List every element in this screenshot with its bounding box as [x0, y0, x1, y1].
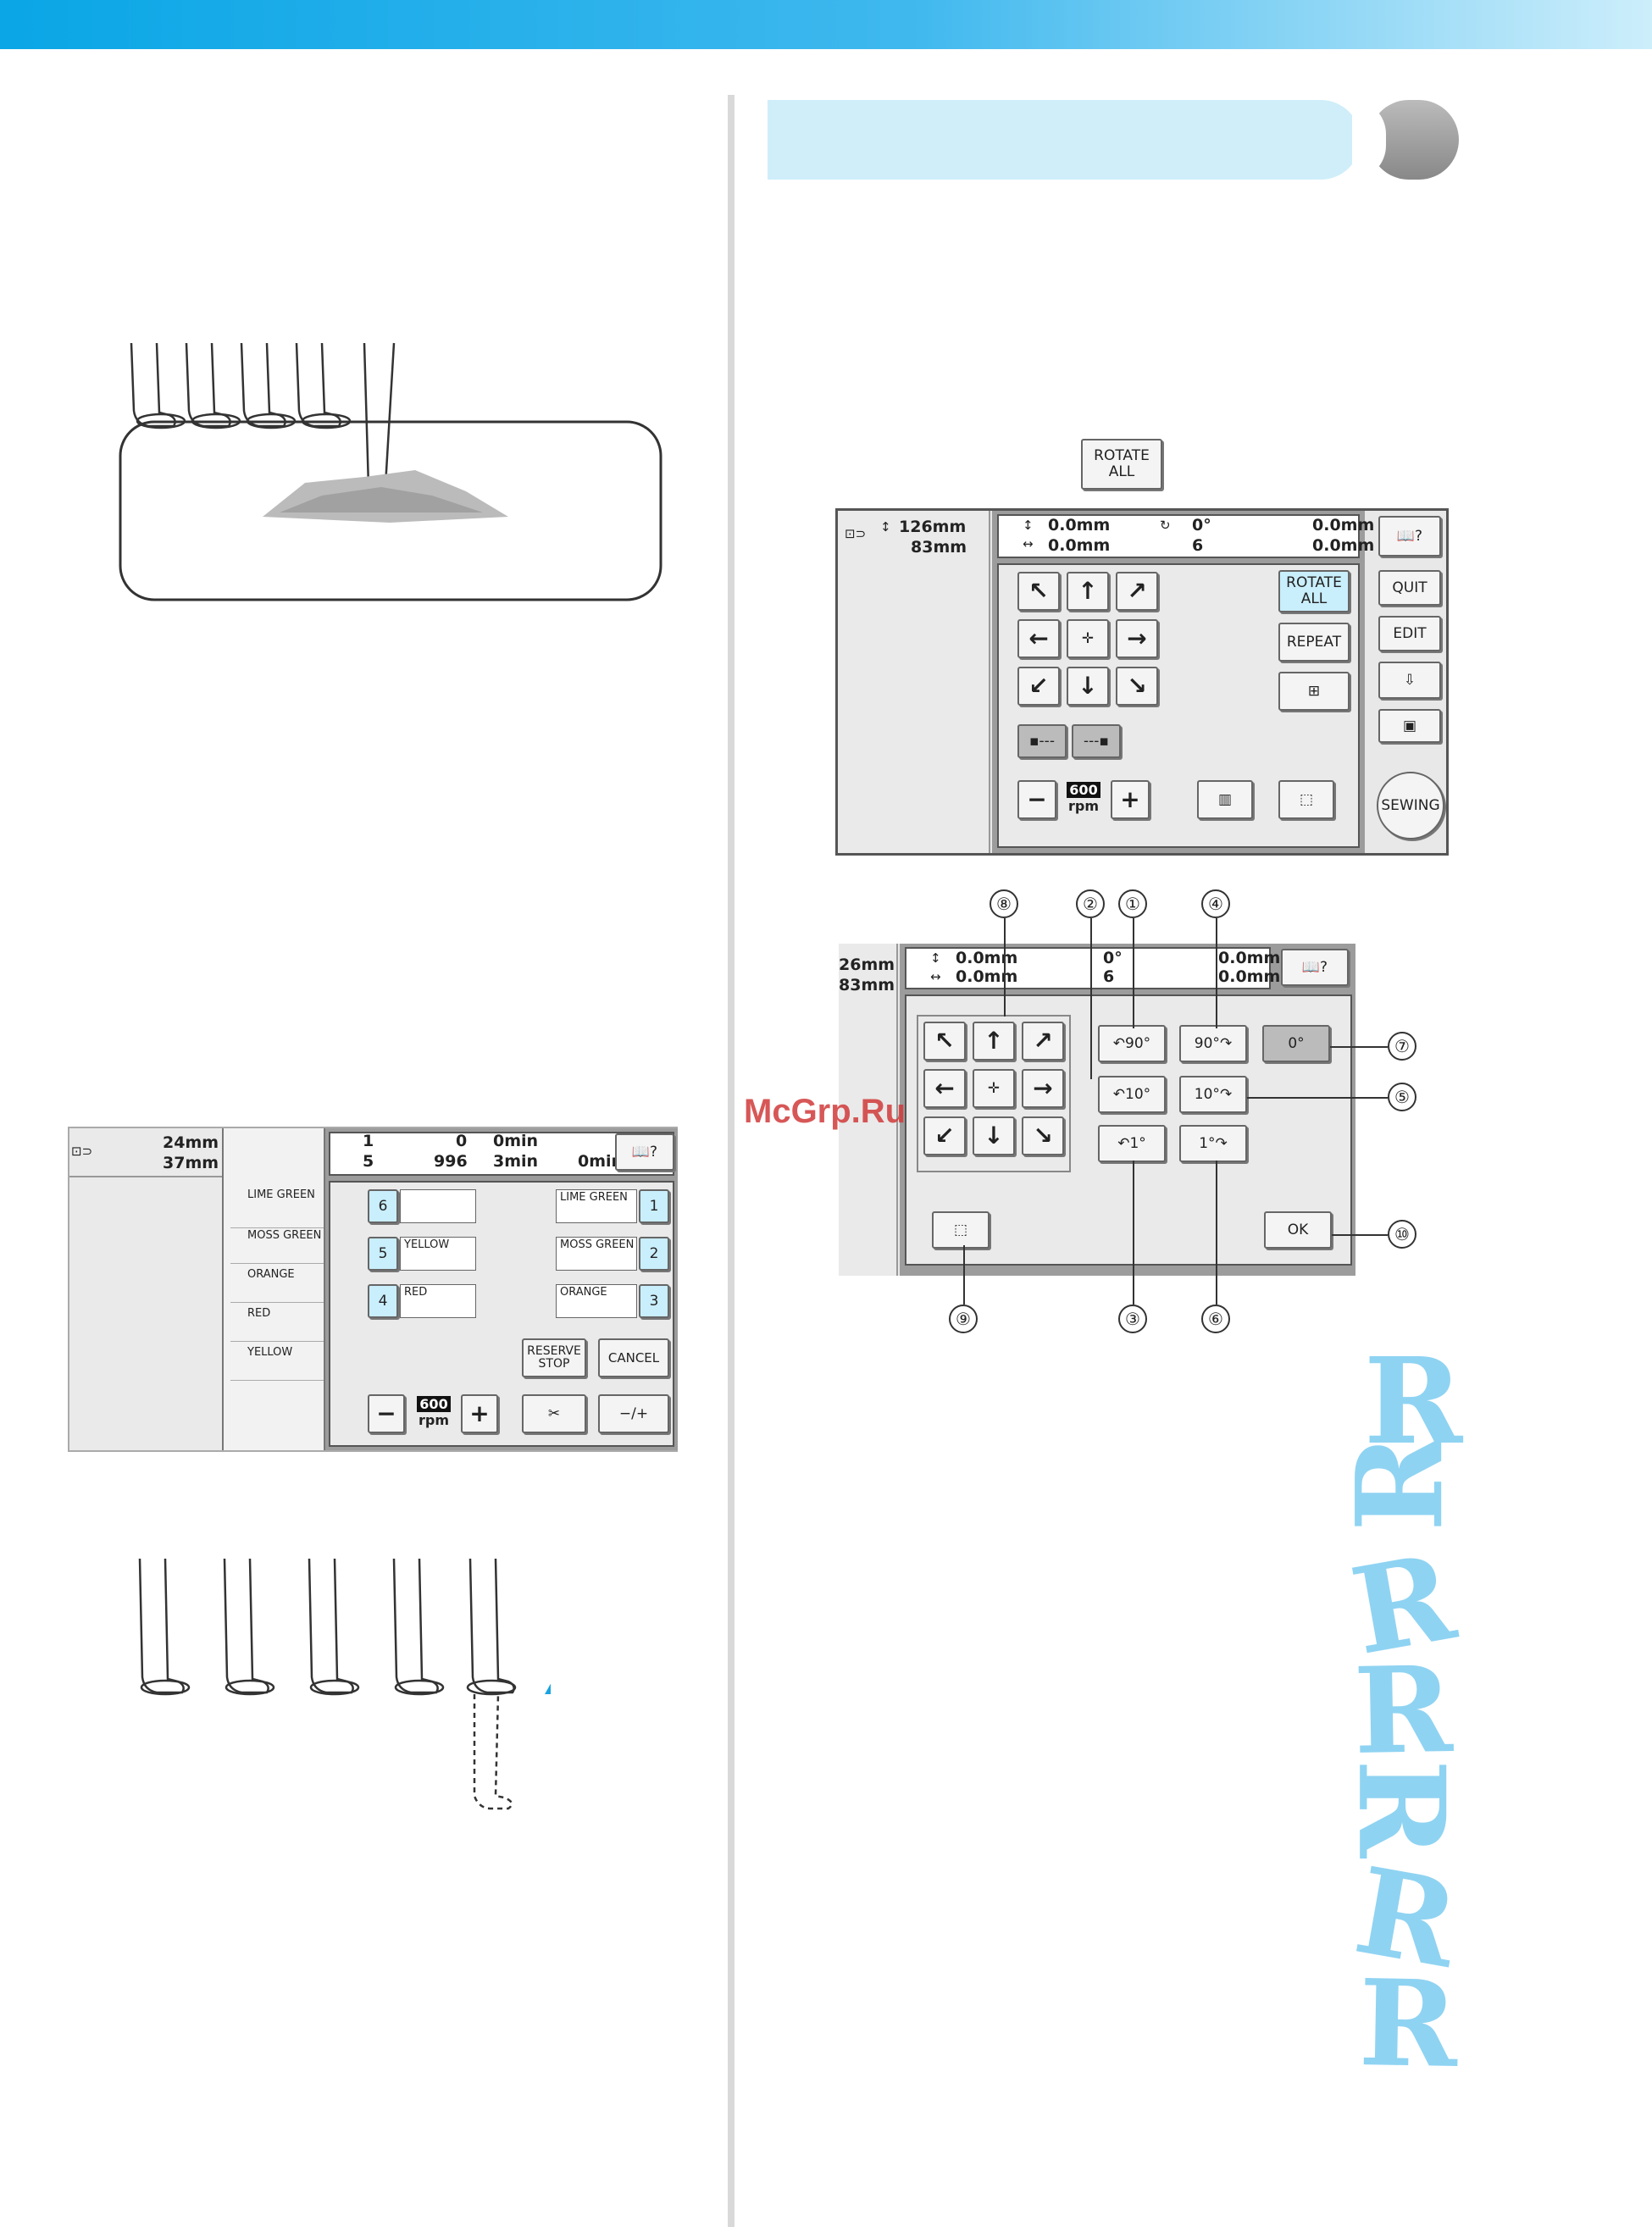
letter-sample-1-cw: R — [1357, 1953, 1459, 2096]
mirror-right-button[interactable]: ---▪ — [1072, 724, 1121, 758]
rotate-ccw-10-button[interactable]: ↶10° — [1098, 1076, 1166, 1113]
help-button[interactable]: 📖? — [1281, 949, 1349, 986]
help-button[interactable]: 📖? — [1378, 516, 1441, 557]
frame-button[interactable]: ▣ — [1378, 709, 1441, 743]
callout-9: ⑨ — [949, 1305, 978, 1333]
thread-layout-button[interactable]: ⊞ — [1278, 672, 1350, 711]
letter-sample-0: R — [1364, 1332, 1463, 1471]
needle-raise-illustration — [138, 1558, 551, 1810]
callout-10: ⑩ — [1388, 1220, 1416, 1249]
needle-position-button[interactable]: ▥ — [1197, 780, 1253, 819]
move-up-button[interactable]: ↑ — [973, 1022, 1015, 1061]
rotate-ccw-1-button[interactable]: ↶1° — [1098, 1125, 1166, 1162]
move-down-button[interactable]: ↓ — [1067, 667, 1109, 706]
callout-3: ③ — [1118, 1305, 1147, 1333]
move-left-button[interactable]: ← — [923, 1069, 966, 1108]
speed-minus-button[interactable]: − — [368, 1394, 405, 1433]
rotate-cw-10-button[interactable]: 10°↷ — [1179, 1076, 1247, 1113]
needle-plus-minus-button[interactable]: −/+ — [598, 1394, 669, 1433]
watermark: McGrp.Ru — [744, 1093, 906, 1130]
rotate-all-button[interactable]: ROTATE ALL — [1081, 439, 1162, 490]
letter-sample-1-ccw: R — [1352, 1640, 1454, 1782]
ok-button[interactable]: OK — [1264, 1211, 1332, 1249]
move-up-button[interactable]: ↑ — [1067, 572, 1109, 611]
edit-button[interactable]: EDIT — [1378, 616, 1441, 651]
callout-2: ② — [1076, 889, 1105, 918]
rotate-ccw-90-button[interactable]: ↶90° — [1098, 1025, 1166, 1062]
move-down-right-button[interactable]: ↘ — [1022, 1116, 1064, 1155]
callout-7: ⑦ — [1388, 1032, 1416, 1061]
horizontal-icon: ↔ — [930, 969, 941, 984]
move-down-button[interactable]: ↓ — [973, 1116, 1015, 1155]
callout-4: ④ — [1201, 889, 1230, 918]
trial-button[interactable]: ⬚ — [932, 1211, 990, 1249]
move-down-right-button[interactable]: ↘ — [1116, 667, 1158, 706]
callout-5: ⑤ — [1388, 1083, 1416, 1111]
frame-icon: ⊡⊃ — [845, 526, 867, 541]
spool-4-number[interactable]: 4 — [368, 1284, 398, 1318]
sewing-button[interactable]: SEWING — [1377, 772, 1444, 839]
vertical-icon: ↕ — [930, 950, 941, 966]
callout-6: ⑥ — [1201, 1305, 1230, 1333]
rotation-icon: ↻ — [1160, 518, 1171, 533]
spool-2-number[interactable]: 2 — [639, 1237, 669, 1271]
column-divider — [728, 95, 735, 2227]
move-up-right-button[interactable]: ↗ — [1022, 1022, 1064, 1061]
thread-cut-button[interactable]: ✂ — [522, 1394, 586, 1433]
letter-sample-90-cw: R — [1331, 1759, 1471, 1859]
letter-sample-90-ccw: R — [1331, 1432, 1471, 1532]
reserve-stop-button[interactable]: RESERVE STOP — [522, 1338, 586, 1377]
trial-button[interactable]: ⬚ — [1278, 780, 1334, 819]
move-right-button[interactable]: → — [1022, 1069, 1064, 1108]
rotate-screen: 26mm 83mm ↕ 0.0mm ↔ 0.0mm 0° 6 0.0mm 0.0… — [839, 944, 1355, 1276]
section-title-bar — [768, 100, 1361, 180]
speed-plus-button[interactable]: + — [1111, 780, 1150, 819]
spool-6-number[interactable]: 6 — [368, 1189, 398, 1223]
move-up-left-button[interactable]: ↖ — [1017, 572, 1060, 611]
cancel-button[interactable]: CANCEL — [598, 1338, 669, 1377]
move-left-button[interactable]: ← — [1017, 619, 1060, 658]
mirror-left-button[interactable]: ▪--- — [1017, 724, 1067, 758]
speed-plus-button[interactable]: + — [461, 1394, 498, 1433]
move-down-left-button[interactable]: ↙ — [1017, 667, 1060, 706]
move-down-left-button[interactable]: ↙ — [923, 1116, 966, 1155]
rotate-cw-90-button[interactable]: 90°↷ — [1179, 1025, 1247, 1062]
sewing-screen: ⊡⊃ 24mm 37mm LIME GREEN MOSS GREEN ORANG… — [68, 1127, 678, 1452]
callout-1: ① — [1118, 889, 1147, 918]
move-right-button[interactable]: → — [1116, 619, 1158, 658]
needle-bar-illustration — [119, 342, 662, 601]
quit-button[interactable]: QUIT — [1378, 570, 1441, 606]
move-up-left-button[interactable]: ↖ — [923, 1022, 966, 1061]
center-button[interactable]: ✛ — [1067, 619, 1109, 658]
repeat-button[interactable]: REPEAT — [1278, 623, 1350, 662]
move-up-right-button[interactable]: ↗ — [1116, 572, 1158, 611]
horizontal-icon: ↔ — [1023, 536, 1034, 551]
spool-5-number[interactable]: 5 — [368, 1237, 398, 1271]
help-button[interactable]: 📖? — [615, 1133, 674, 1171]
speed-minus-button[interactable]: − — [1017, 780, 1056, 819]
center-button[interactable]: ✛ — [973, 1069, 1015, 1108]
spool-1-number[interactable]: 1 — [639, 1189, 669, 1223]
rotate-all-screen-button[interactable]: ROTATE ALL — [1278, 570, 1350, 612]
callout-8: ⑧ — [990, 889, 1018, 918]
reset-rotation-button[interactable]: 0° — [1262, 1025, 1330, 1062]
memory-button[interactable]: ⇩ — [1378, 662, 1441, 699]
spool-3-number[interactable]: 3 — [639, 1284, 669, 1318]
edit-screen: ⊡⊃ ↕ 126mm 83mm ↕ 0.0mm ↔ 0.0mm ↻ 0° 6 0… — [835, 508, 1449, 856]
size-icon: ↕ — [880, 519, 891, 535]
frame-icon: ⊡⊃ — [71, 1144, 93, 1159]
rotate-cw-1-button[interactable]: 1°↷ — [1179, 1125, 1247, 1162]
header-bar — [0, 0, 1652, 49]
vertical-icon: ↕ — [1023, 518, 1034, 533]
